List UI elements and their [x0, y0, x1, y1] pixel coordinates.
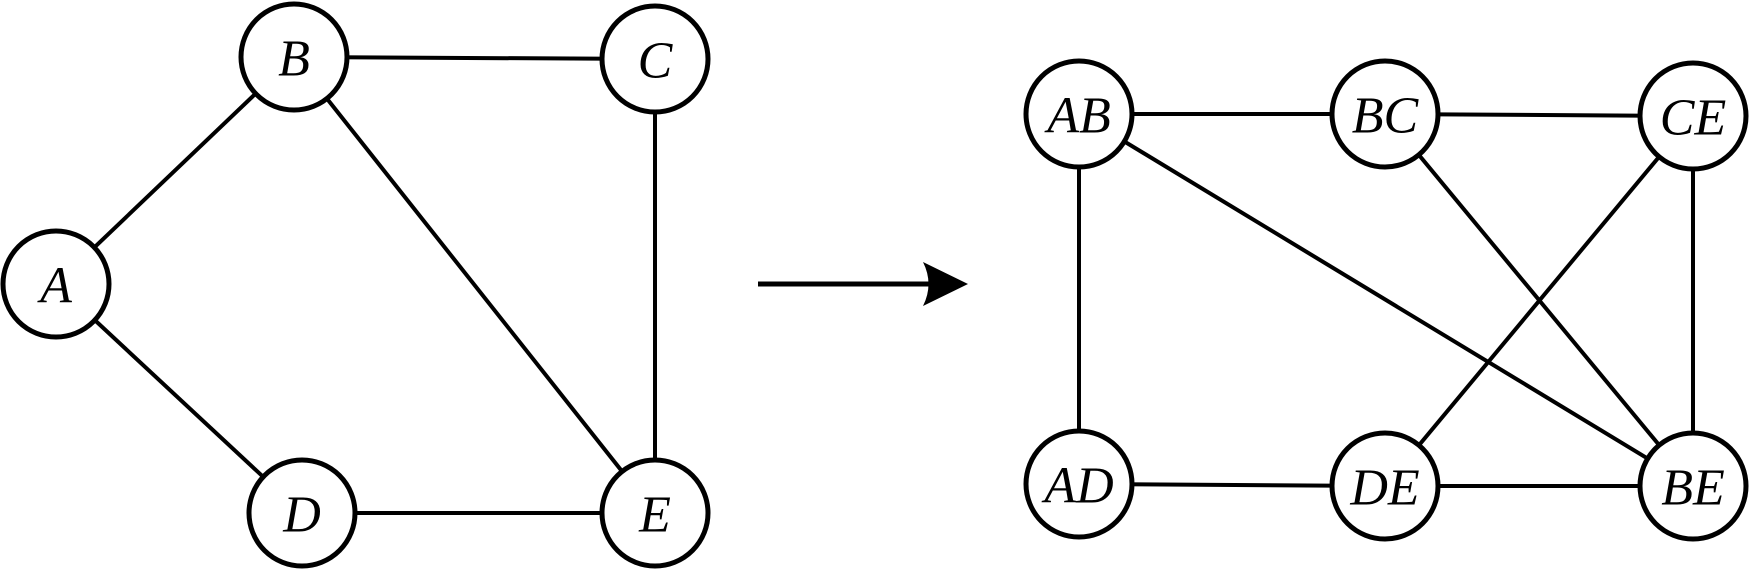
- node-circle: [246, 457, 358, 569]
- node-label: B: [278, 31, 310, 88]
- node-label: AD: [1041, 458, 1113, 515]
- left-node-d: D: [246, 457, 358, 569]
- node-label: D: [282, 487, 321, 544]
- right-graph-nodes: AB BC CE AD DE BE: [1023, 58, 1749, 542]
- node-circle: [599, 3, 711, 115]
- right-node-ab: AB: [1023, 58, 1135, 170]
- left-graph-nodes: A B C D E: [0, 1, 711, 569]
- node-circle: [1329, 430, 1441, 542]
- node-circle: [1023, 428, 1135, 540]
- transform-arrow: [758, 262, 968, 306]
- node-circle: [0, 228, 112, 340]
- left-node-c: C: [599, 3, 711, 115]
- left-node-e: E: [599, 457, 711, 569]
- node-circle: [1637, 430, 1749, 542]
- node-label: CE: [1660, 90, 1726, 147]
- left-edge-b-c: [293, 55, 656, 61]
- right-edge-ce-de: [1383, 114, 1695, 488]
- left-node-a: A: [0, 228, 112, 340]
- right-node-ce: CE: [1637, 60, 1749, 172]
- node-label: E: [638, 487, 671, 544]
- left-edge-a-d: [54, 282, 304, 515]
- node-circle: [1637, 60, 1749, 172]
- node-circle: [238, 1, 350, 113]
- node-label: A: [37, 258, 72, 315]
- right-node-bc: BC: [1329, 58, 1441, 170]
- right-node-be: BE: [1637, 430, 1749, 542]
- node-label: C: [638, 33, 674, 90]
- node-circle: [1023, 58, 1135, 170]
- right-edge-ab-be: [1077, 112, 1695, 488]
- node-label: BE: [1661, 460, 1725, 517]
- right-node-ad: AD: [1023, 428, 1135, 540]
- node-label: DE: [1349, 460, 1419, 517]
- node-circle: [599, 457, 711, 569]
- left-graph-edges: [54, 55, 657, 515]
- left-node-b: B: [238, 1, 350, 113]
- right-node-de: DE: [1329, 430, 1441, 542]
- right-graph-edges: [1077, 112, 1695, 488]
- node-label: AB: [1044, 88, 1111, 145]
- arrow-head: [923, 262, 968, 306]
- left-edge-b-e: [292, 55, 657, 515]
- node-label: BC: [1352, 88, 1420, 145]
- node-circle: [1329, 58, 1441, 170]
